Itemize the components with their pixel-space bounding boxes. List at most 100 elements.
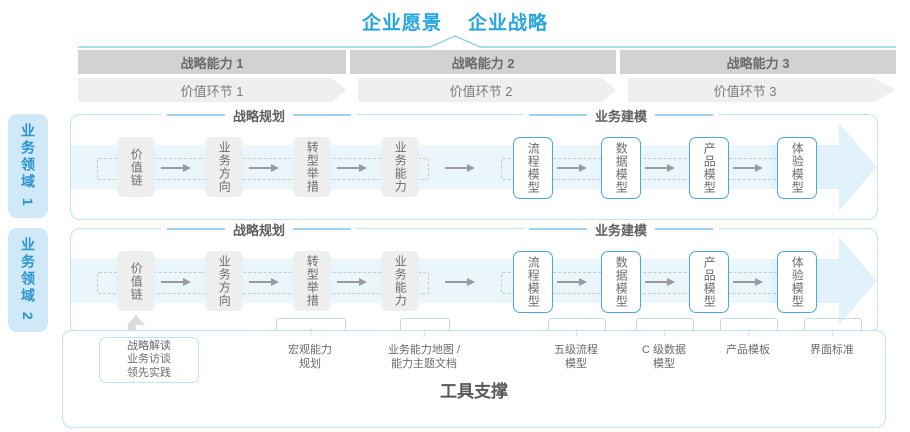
page-title-strategy: 企业战略	[468, 12, 549, 34]
node-label: 业务能力	[393, 141, 408, 193]
tool-bracket	[720, 318, 778, 331]
section-rule	[529, 228, 587, 230]
tool-bracket	[636, 318, 694, 331]
node-transformation[interactable]: 转型举措	[293, 251, 331, 311]
node-business-capability[interactable]: 业务能力	[381, 251, 419, 311]
node-label: 体验模型	[790, 142, 805, 194]
tool-label-line: 五级流程	[554, 344, 598, 356]
section-title: 战略规划	[233, 222, 286, 238]
flow-band-arrow-icon	[839, 123, 877, 211]
flow-band-arrow-icon	[839, 237, 877, 325]
tools-box-line: 战略解读	[127, 339, 171, 352]
value-segment: 价值环节 3	[616, 78, 874, 102]
tools-title: 工具支撑	[440, 382, 508, 401]
title-row: 企业愿景 企业战略	[0, 6, 910, 36]
section-label-planning: 战略规划	[161, 106, 358, 124]
node-label: 转型举措	[305, 141, 320, 193]
section-title: 业务建模	[595, 108, 648, 124]
node-label: 业务方向	[217, 255, 232, 307]
node-data-model[interactable]: 数据模型	[601, 251, 641, 313]
node-label: 产品模型	[702, 256, 717, 308]
node-process-model[interactable]: 流程模型	[513, 251, 553, 313]
node-value-chain[interactable]: 价值链	[117, 137, 155, 197]
node-value-chain[interactable]: 价值链	[117, 251, 155, 311]
node-business-direction[interactable]: 业务方向	[205, 137, 243, 197]
tools-strategy-box[interactable]: 战略解读 业务访谈 领先实践	[99, 337, 199, 383]
node-process-model[interactable]: 流程模型	[513, 137, 553, 199]
tool-label-line: C 级数据	[642, 344, 686, 356]
value-arrow-tip-icon	[874, 78, 896, 102]
sidebar-item-label: 业务领域 2	[20, 237, 36, 323]
domain-row-1: 战略规划 业务建模 价值链 业务方向 转型举措 业务能力 流程模型 数据模型 产…	[70, 106, 878, 220]
tool-bracket	[548, 318, 606, 331]
value-chevron-icon	[332, 78, 358, 102]
node-business-capability[interactable]: 业务能力	[381, 137, 419, 197]
node-label: 业务方向	[217, 141, 232, 193]
dashed-track	[97, 158, 429, 180]
sidebar-item-label: 业务领域 1	[20, 123, 36, 209]
node-label: 价值链	[129, 261, 144, 301]
node-label: 流程模型	[526, 142, 541, 194]
tools-box-line: 业务访谈	[127, 353, 171, 366]
value-segment: 价值环节 2	[346, 78, 616, 102]
section-rule	[167, 114, 225, 116]
node-experience-model[interactable]: 体验模型	[777, 137, 817, 199]
capability-bar: 战略能力 2	[350, 50, 616, 74]
section-rule	[655, 114, 714, 116]
node-experience-model[interactable]: 体验模型	[777, 251, 817, 313]
tool-bracket	[400, 318, 450, 331]
tool-label: 五级流程模型	[528, 344, 624, 372]
node-label: 数据模型	[614, 256, 629, 308]
tools-box-line: 领先实践	[127, 366, 171, 379]
tool-label-line: 规划	[299, 357, 321, 370]
node-business-direction[interactable]: 业务方向	[205, 251, 243, 311]
dashed-track	[97, 272, 429, 294]
node-transformation[interactable]: 转型举措	[293, 137, 331, 197]
section-rule	[529, 114, 587, 116]
node-label: 体验模型	[790, 256, 805, 308]
tool-label-line: 业务能力地图 /	[387, 344, 461, 356]
tool-bracket	[804, 318, 862, 331]
sidebar-item-domain-1[interactable]: 业务领域 1	[8, 114, 48, 218]
section-rule	[293, 228, 352, 230]
node-label: 产品模型	[702, 142, 717, 194]
tool-bracket	[276, 318, 346, 331]
value-segment: 价值环节 1	[78, 78, 346, 102]
capability-bar: 战略能力 3	[620, 50, 896, 74]
value-chain-row: 价值环节 1 价值环节 2 价值环节 3	[78, 78, 896, 102]
tool-label: 宏观能力规划	[258, 344, 362, 372]
section-label-planning: 战略规划	[161, 220, 358, 238]
node-product-model[interactable]: 产品模型	[689, 251, 729, 313]
capability-bar: 战略能力 1	[78, 50, 346, 74]
section-rule	[655, 228, 714, 230]
node-label: 业务能力	[393, 255, 408, 307]
section-label-modeling: 业务建模	[523, 220, 720, 238]
node-label: 数据模型	[614, 142, 629, 194]
node-product-model[interactable]: 产品模型	[689, 137, 729, 199]
section-rule	[293, 114, 352, 116]
section-title: 业务建模	[595, 222, 648, 238]
node-label: 流程模型	[526, 256, 541, 308]
section-label-modeling: 业务建模	[523, 106, 720, 124]
tool-label-line: 能力主题文档	[391, 357, 457, 370]
tool-label-line: 宏观能力	[288, 344, 332, 356]
capability-bar-row: 战略能力 1 战略能力 2 战略能力 3	[78, 50, 896, 74]
page-title-vision: 企业愿景	[361, 12, 442, 34]
section-rule	[167, 228, 225, 230]
tool-label-line: 界面标准	[810, 344, 854, 356]
tool-label: 产品模板	[700, 344, 796, 358]
tool-label-line: 产品模板	[726, 344, 770, 356]
tool-label-line: 模型	[565, 357, 587, 370]
tool-label-line: 模型	[653, 357, 675, 370]
tool-label: C 级数据模型	[616, 344, 712, 372]
tools-support-panel: 战略解读 业务访谈 领先实践 工具支撑	[62, 330, 886, 428]
node-data-model[interactable]: 数据模型	[601, 137, 641, 199]
domain-row-2: 战略规划 业务建模 价值链 业务方向 转型举措 业务能力 流程模型 数据模型 产…	[70, 220, 878, 334]
tool-label: 业务能力地图 /能力主题文档	[360, 344, 488, 372]
title-chevron-icon	[78, 35, 896, 48]
value-chevron-icon	[602, 78, 628, 102]
sidebar-item-domain-2[interactable]: 业务领域 2	[8, 228, 48, 332]
node-label: 价值链	[129, 147, 144, 187]
tool-label: 界面标准	[784, 344, 880, 358]
